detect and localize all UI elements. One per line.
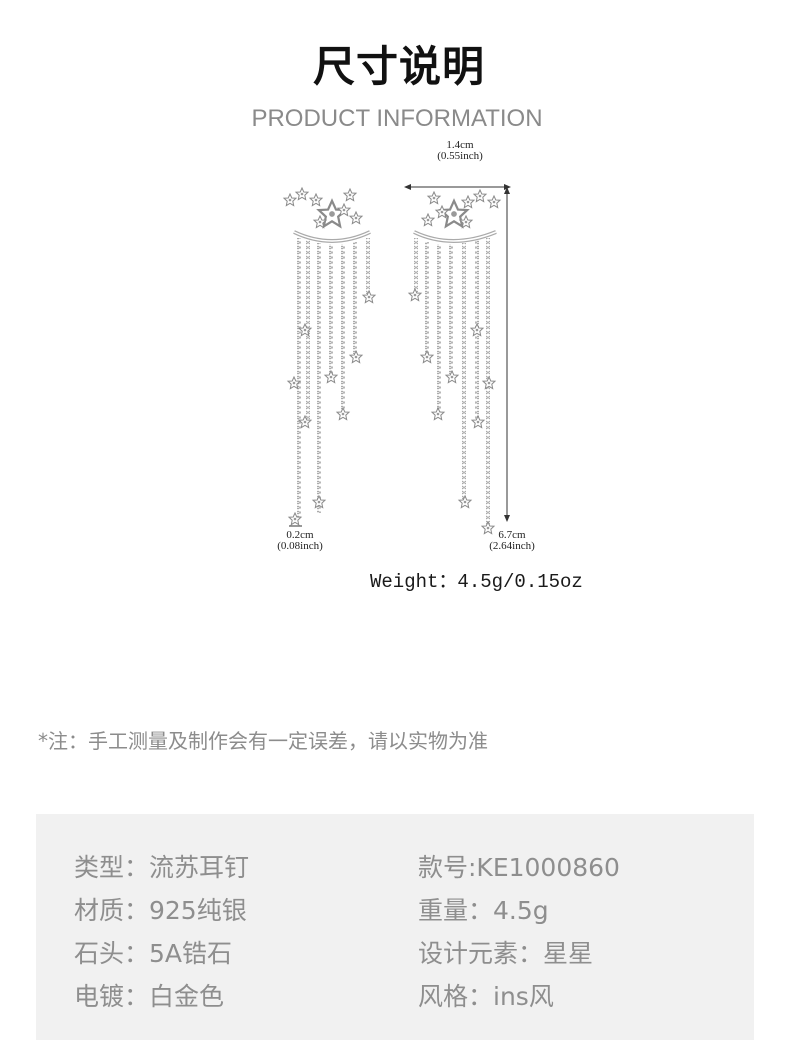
spec-panel: 类型：流苏耳钉 材质：925纯银 石头：5A锆石 电镀：白金色 款号:KE100… (36, 814, 754, 1040)
length-inch: (2.64inch) (489, 540, 535, 552)
spec-model-number: 款号:KE1000860 (418, 853, 620, 882)
earrings-illustration (283, 184, 511, 535)
spec-weight: 重量：4.5g (418, 896, 549, 925)
spec-material: 材质：925纯银 (74, 896, 247, 925)
spec-plating: 电镀：白金色 (74, 982, 225, 1011)
spec-column-left: 类型：流苏耳钉 材质：925纯银 石头：5A锆石 电镀：白金色 (74, 846, 249, 1018)
earring-size-diagram: 1.4cm (0.55inch) 0.2cm (0.08inch) 6.7cm … (0, 130, 790, 610)
weight-label: Weight：4.5g/0.15oz (370, 571, 583, 593)
right-earring (408, 189, 501, 535)
spec-stone: 石头：5A锆石 (74, 939, 233, 968)
left-earring (283, 187, 376, 527)
measurement-note: *注：手工测量及制作会有一定误差，请以实物为准 (38, 729, 488, 753)
page-subtitle: PRODUCT INFORMATION (251, 105, 543, 132)
width-label: 1.4cm (0.55inch) (410, 140, 510, 162)
length-dimension-arrow (504, 187, 510, 522)
width-inch: (0.55inch) (437, 150, 483, 162)
spec-type: 类型：流苏耳钉 (74, 853, 250, 882)
pendant-cm: 0.2cm (286, 529, 314, 541)
spec-column-right: 款号:KE1000860 重量：4.5g 设计元素：星星 风格：ins风 (418, 846, 620, 1018)
length-label: 6.7cm (2.64inch) (462, 530, 562, 552)
length-cm: 6.7cm (498, 529, 526, 541)
page-title: 尺寸说明 (312, 42, 485, 91)
pendant-inch: (0.08inch) (277, 540, 323, 552)
width-cm: 1.4cm (446, 139, 474, 151)
spec-design-element: 设计元素：星星 (418, 939, 594, 968)
pendant-width-label: 0.2cm (0.08inch) (250, 530, 350, 552)
spec-style: 风格：ins风 (418, 982, 554, 1011)
width-dimension-arrow (404, 184, 511, 190)
